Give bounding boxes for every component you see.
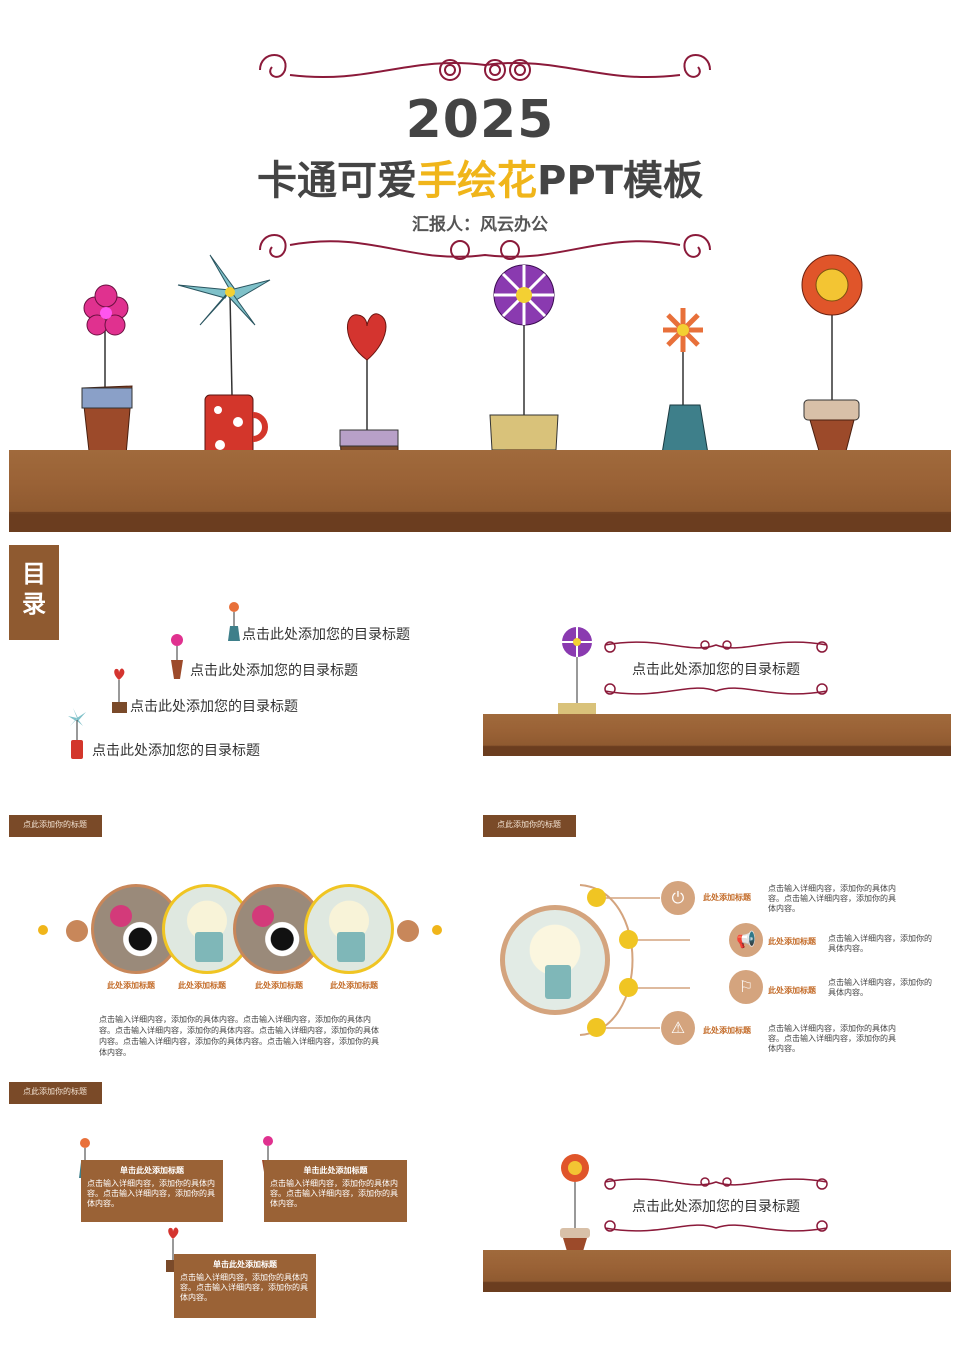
list-text-2: 点击输入详细内容，添加你的具体内容。 bbox=[828, 934, 932, 953]
cover-year: 2025 bbox=[405, 90, 555, 150]
photo-caption-4: 此处添加标题 bbox=[330, 981, 378, 990]
section1-swirl-frame bbox=[604, 640, 828, 695]
slide-cards-tag: 点此添加你的标题 bbox=[9, 1082, 102, 1104]
toc-flower-2-icon bbox=[171, 634, 183, 679]
section2-flower-pot bbox=[560, 1154, 590, 1268]
left-brown-dot bbox=[66, 920, 88, 942]
list-dot-1 bbox=[587, 888, 606, 907]
cover-title-part1: 卡通可爱 bbox=[257, 158, 418, 204]
cover-reporter: 汇报人：风云办公 bbox=[412, 215, 548, 235]
toc-item-2[interactable]: 点击此处添加您的目录标题 bbox=[190, 663, 358, 679]
card-3[interactable]: 单击此处添加标题 点击输入详细内容，添加你的具体内容。点击输入详细内容，添加你的… bbox=[174, 1254, 316, 1318]
toc-item-3[interactable]: 点击此处添加您的目录标题 bbox=[130, 699, 298, 715]
list-dot-2 bbox=[619, 930, 638, 949]
toc-flower-1-icon bbox=[228, 602, 240, 641]
card-1[interactable]: 单击此处添加标题 点击输入详细内容，添加你的具体内容。点击输入详细内容，添加你的… bbox=[81, 1160, 223, 1222]
toc-flower-4-icon bbox=[68, 708, 86, 759]
toc-flower-3-icon bbox=[112, 668, 127, 713]
toc-item-4[interactable]: 点击此处添加您的目录标题 bbox=[92, 743, 260, 759]
photo-caption-1: 此处添加标题 bbox=[107, 981, 155, 990]
list-dot-4 bbox=[587, 1018, 606, 1037]
section2-swirl-frame bbox=[604, 1177, 828, 1232]
list-dot-3 bbox=[619, 978, 638, 997]
list-main-photo bbox=[500, 905, 610, 1015]
toc-badge-text: 目 录 bbox=[22, 560, 46, 618]
cover-title: 卡通可爱手绘花PPT模板 bbox=[0, 148, 960, 206]
card-2[interactable]: 单击此处添加标题 点击输入详细内容，添加你的具体内容。点击输入详细内容，添加你的… bbox=[264, 1160, 407, 1222]
list-text-1: 点击输入详细内容，添加你的具体内容。点击输入详细内容，添加你的具体内容。 bbox=[768, 884, 896, 913]
list-label-4: 此处添加标题 bbox=[703, 1026, 751, 1035]
section2-wood-shelf bbox=[483, 1250, 951, 1292]
slide-list-tag: 点此添加你的标题 bbox=[483, 815, 576, 837]
slide-photos-tag: 点此添加你的标题 bbox=[9, 815, 102, 837]
toc-item-1[interactable]: 点击此处添加您的目录标题 bbox=[242, 627, 410, 643]
list-label-1: 此处添加标题 bbox=[703, 893, 751, 902]
card-2-title: 单击此处添加标题 bbox=[303, 1166, 368, 1175]
cover-wood-shelf bbox=[9, 450, 951, 532]
section1-title[interactable]: 点击此处添加您的目录标题 bbox=[632, 662, 800, 678]
card-1-text: 点击输入详细内容，添加你的具体内容。点击输入详细内容，添加你的具体内容。 bbox=[87, 1179, 215, 1208]
list-label-2: 此处添加标题 bbox=[768, 937, 816, 946]
card-1-title: 单击此处添加标题 bbox=[120, 1166, 184, 1175]
right-brown-dot bbox=[397, 920, 419, 942]
power-icon: ⏻ bbox=[661, 881, 695, 915]
cover-title-part2: PPT模板 bbox=[537, 158, 703, 204]
photo-body-text: 点击输入详细内容，添加你的具体内容。点击输入详细内容，添加你的具体内容。点击输入… bbox=[99, 1015, 379, 1057]
top-swirl-ornament bbox=[259, 54, 711, 81]
right-yellow-dot bbox=[432, 925, 442, 935]
card-2-text: 点击输入详细内容，添加你的具体内容。点击输入详细内容，添加你的具体内容。 bbox=[270, 1179, 398, 1208]
cover-title-highlight: 手绘花 bbox=[417, 158, 538, 204]
warning-icon: ⚠ bbox=[661, 1011, 695, 1045]
section2-title[interactable]: 点击此处添加您的目录标题 bbox=[632, 1199, 800, 1215]
signpost-icon: ⚐ bbox=[729, 970, 763, 1004]
toc-badge: 目 录 bbox=[9, 545, 59, 640]
section1-wood-shelf bbox=[483, 714, 951, 756]
list-text-4: 点击输入详细内容，添加你的具体内容。点击输入详细内容，添加你的具体内容。 bbox=[768, 1024, 896, 1053]
photo-caption-2: 此处添加标题 bbox=[178, 981, 226, 990]
bottom-swirl-ornament bbox=[259, 234, 711, 260]
megaphone-icon: 📢 bbox=[729, 923, 763, 957]
card-3-text: 点击输入详细内容，添加你的具体内容。点击输入详细内容，添加你的具体内容。 bbox=[180, 1273, 308, 1302]
photo-circle-4 bbox=[304, 884, 394, 974]
left-yellow-dot bbox=[38, 925, 48, 935]
photo-caption-3: 此处添加标题 bbox=[255, 981, 303, 990]
list-label-3: 此处添加标题 bbox=[768, 986, 816, 995]
card-3-title: 单击此处添加标题 bbox=[213, 1260, 277, 1269]
list-text-3: 点击输入详细内容，添加你的具体内容。 bbox=[828, 978, 932, 997]
